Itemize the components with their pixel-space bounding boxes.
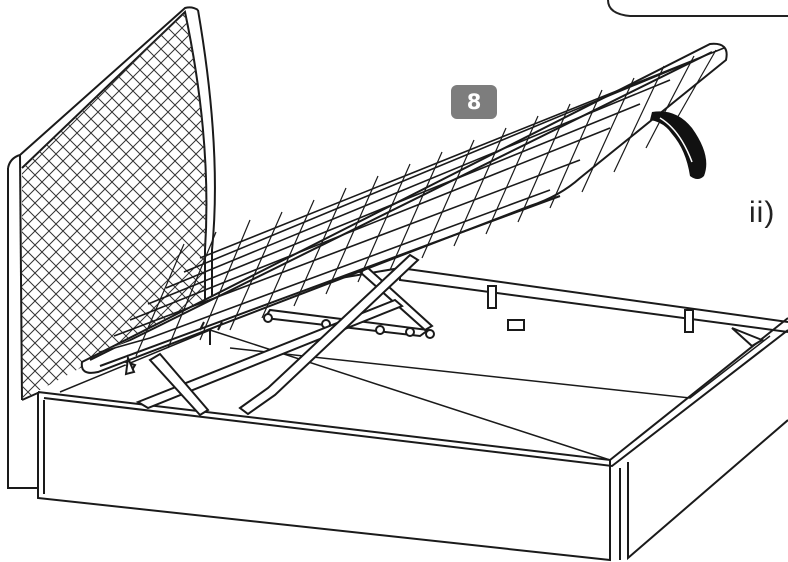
lift-mechanism-illustration bbox=[119, 253, 435, 417]
sub-step-label: ii) bbox=[749, 196, 776, 229]
pull-strap-illustration bbox=[650, 111, 707, 179]
bed-frame-illustration bbox=[37, 266, 788, 562]
callout-frame bbox=[607, 0, 788, 17]
lifted-slat-base-illustration bbox=[80, 42, 728, 376]
step-number-badge: 8 bbox=[451, 85, 497, 119]
